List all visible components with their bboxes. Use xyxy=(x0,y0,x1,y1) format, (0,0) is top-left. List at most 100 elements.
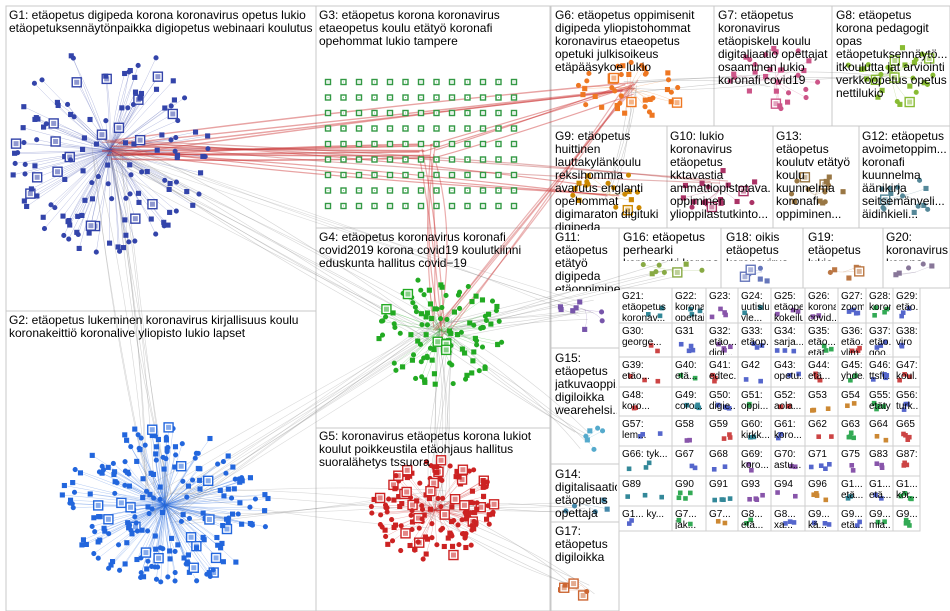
graph-node[interactable] xyxy=(900,193,906,199)
graph-node[interactable] xyxy=(903,401,909,407)
graph-node[interactable] xyxy=(490,509,496,515)
graph-node[interactable] xyxy=(151,495,157,501)
graph-node[interactable] xyxy=(21,104,27,110)
graph-node[interactable] xyxy=(840,189,846,195)
graph-node[interactable] xyxy=(67,222,73,228)
graph-node[interactable] xyxy=(443,292,449,299)
graph-node[interactable] xyxy=(148,216,154,222)
graph-node[interactable] xyxy=(229,495,235,501)
graph-node[interactable] xyxy=(592,509,598,515)
graph-node[interactable] xyxy=(726,406,732,411)
graph-node[interactable] xyxy=(818,463,824,469)
graph-node[interactable] xyxy=(438,504,444,510)
graph-node[interactable] xyxy=(426,495,433,502)
graph-node[interactable] xyxy=(449,504,455,510)
graph-node[interactable] xyxy=(96,514,102,520)
graph-node[interactable] xyxy=(235,511,241,517)
graph-node[interactable] xyxy=(793,493,798,499)
graph-node[interactable] xyxy=(795,72,801,78)
graph-node[interactable] xyxy=(488,321,494,327)
graph-node[interactable] xyxy=(907,523,912,528)
graph-node[interactable] xyxy=(791,198,797,205)
graph-node[interactable] xyxy=(126,69,132,75)
graph-node[interactable] xyxy=(825,406,831,411)
graph-node[interactable] xyxy=(655,378,661,384)
graph-node[interactable] xyxy=(450,381,456,387)
graph-node[interactable] xyxy=(412,304,418,310)
graph-node[interactable] xyxy=(668,89,674,95)
graph-node[interactable] xyxy=(172,444,179,450)
graph-node[interactable] xyxy=(848,494,853,499)
graph-node[interactable] xyxy=(429,521,435,527)
graph-node[interactable] xyxy=(878,343,884,348)
graph-node[interactable] xyxy=(124,437,130,443)
graph-node[interactable] xyxy=(599,104,605,110)
graph-node[interactable] xyxy=(767,66,773,72)
graph-node[interactable] xyxy=(410,300,416,306)
graph-node[interactable] xyxy=(895,184,901,190)
graph-node[interactable] xyxy=(135,432,141,438)
graph-node[interactable] xyxy=(583,433,589,439)
graph-node[interactable] xyxy=(22,161,28,167)
graph-node[interactable] xyxy=(722,404,728,410)
graph-node[interactable] xyxy=(885,64,891,71)
graph-node[interactable] xyxy=(431,371,437,377)
graph-node[interactable] xyxy=(640,262,646,268)
graph-node[interactable] xyxy=(665,70,671,76)
graph-node[interactable] xyxy=(855,348,861,353)
graph-node[interactable] xyxy=(486,311,492,317)
graph-node[interactable] xyxy=(129,531,135,537)
graph-node[interactable] xyxy=(611,185,617,191)
graph-node[interactable] xyxy=(173,179,179,185)
graph-node[interactable] xyxy=(722,347,727,353)
graph-node[interactable] xyxy=(805,186,811,192)
graph-node[interactable] xyxy=(167,209,173,215)
graph-node[interactable] xyxy=(397,330,403,336)
graph-node[interactable] xyxy=(774,348,780,353)
graph-node[interactable] xyxy=(622,110,628,116)
graph-node[interactable] xyxy=(826,522,832,527)
graph-node[interactable] xyxy=(419,506,426,513)
graph-node[interactable] xyxy=(709,314,715,320)
graph-node[interactable] xyxy=(764,278,770,284)
graph-node[interactable] xyxy=(661,269,667,275)
graph-node[interactable] xyxy=(636,205,642,211)
graph-node[interactable] xyxy=(434,470,440,476)
graph-node[interactable] xyxy=(659,494,665,500)
graph-node[interactable] xyxy=(197,477,203,483)
graph-node[interactable] xyxy=(122,140,129,146)
graph-node[interactable] xyxy=(746,462,751,467)
graph-node[interactable] xyxy=(172,570,178,576)
graph-node[interactable] xyxy=(479,344,486,350)
graph-node[interactable] xyxy=(145,528,151,534)
graph-node[interactable] xyxy=(744,521,749,526)
graph-node[interactable] xyxy=(853,373,858,378)
graph-node[interactable] xyxy=(917,177,923,183)
graph-node[interactable] xyxy=(874,433,880,439)
graph-node[interactable] xyxy=(562,582,568,588)
graph-node[interactable] xyxy=(207,435,213,442)
graph-node[interactable] xyxy=(816,313,822,318)
graph-node[interactable] xyxy=(795,48,801,54)
graph-node[interactable] xyxy=(76,245,82,251)
graph-node[interactable] xyxy=(626,466,632,472)
graph-node[interactable] xyxy=(899,45,906,51)
graph-node[interactable] xyxy=(400,364,406,370)
graph-node[interactable] xyxy=(68,157,74,163)
graph-node[interactable] xyxy=(821,343,827,349)
graph-node[interactable] xyxy=(727,435,733,440)
graph-node[interactable] xyxy=(252,496,258,502)
graph-node[interactable] xyxy=(386,496,392,502)
graph-node[interactable] xyxy=(122,482,128,488)
graph-node[interactable] xyxy=(112,479,118,485)
graph-node[interactable] xyxy=(820,200,826,206)
graph-node[interactable] xyxy=(190,202,196,208)
graph-node[interactable] xyxy=(91,550,97,557)
graph-node[interactable] xyxy=(39,77,45,83)
graph-node[interactable] xyxy=(715,519,721,524)
graph-node[interactable] xyxy=(79,542,85,548)
graph-node[interactable] xyxy=(791,348,797,354)
graph-node[interactable] xyxy=(754,345,760,350)
graph-node[interactable] xyxy=(668,99,674,105)
graph-node[interactable] xyxy=(881,404,887,409)
